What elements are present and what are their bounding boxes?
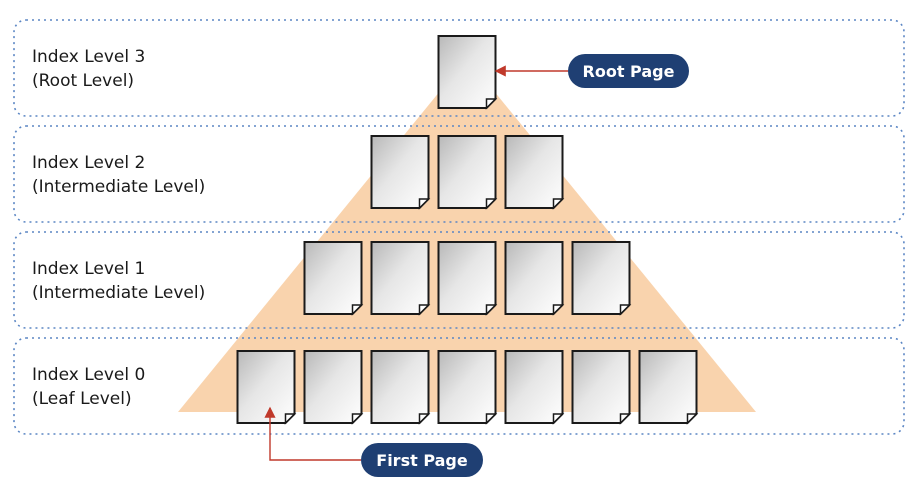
- root-page-callout: Root Page: [494, 54, 689, 88]
- first-page-arrow: [264, 406, 361, 461]
- page-icon-level-2-2: [437, 135, 498, 210]
- page-sheet: [437, 35, 497, 109]
- page-fold-corner: [485, 198, 498, 210]
- page-fold-corner: [284, 413, 297, 425]
- level-bands: [13, 19, 905, 435]
- level-2-title: Index Level 2: [32, 153, 145, 173]
- level-band-0: [13, 337, 905, 435]
- level-3-title: Index Level 3: [32, 47, 145, 67]
- page-fold-corner: [552, 198, 565, 210]
- page-fold-corner: [686, 413, 699, 425]
- first-page-pill: [361, 443, 483, 477]
- page-icon-level-2-1: [370, 135, 431, 210]
- page-icon-level-0-1: [236, 350, 297, 425]
- page-icon-level-1-1: [303, 241, 364, 316]
- first-page-label: First Page: [376, 451, 468, 470]
- page-sheet: [437, 241, 497, 315]
- page-sheet: [504, 350, 564, 424]
- page-fold-corner: [552, 304, 565, 316]
- page-fold-corner: [418, 198, 431, 210]
- page-fold-corner: [485, 413, 498, 425]
- level-1-subtitle: (Intermediate Level): [32, 283, 205, 303]
- page-sheet: [638, 350, 698, 424]
- page-sheet: [437, 350, 497, 424]
- page-icon-level-0-7: [638, 350, 699, 425]
- page-icon-level-3-1: [437, 35, 498, 110]
- page-fold-corner: [619, 304, 632, 316]
- page-fold-corner: [418, 304, 431, 316]
- page-sheet: [571, 241, 631, 315]
- page-icon-level-0-2: [303, 350, 364, 425]
- page-icon-level-1-3: [437, 241, 498, 316]
- page-icon-level-2-3: [504, 135, 565, 210]
- page-icon-level-1-5: [571, 241, 632, 316]
- level-0-title: Index Level 0: [32, 365, 145, 385]
- page-sheet: [236, 350, 296, 424]
- index-pages: [236, 35, 699, 425]
- page-icon-level-0-3: [370, 350, 431, 425]
- pyramid-background: [178, 58, 756, 412]
- page-sheet: [370, 135, 430, 209]
- root-page-pill: [568, 54, 689, 88]
- page-fold-corner: [619, 413, 632, 425]
- level-1-title: Index Level 1: [32, 259, 145, 279]
- level-band-1: [13, 231, 905, 329]
- page-fold-corner: [351, 413, 364, 425]
- page-sheet: [504, 241, 564, 315]
- page-fold-corner: [485, 98, 498, 110]
- level-band-3: [13, 19, 905, 117]
- root-page-label: Root Page: [583, 62, 675, 81]
- level-0-subtitle: (Leaf Level): [32, 389, 132, 409]
- page-fold-corner: [552, 413, 565, 425]
- page-sheet: [437, 135, 497, 209]
- page-icon-level-0-4: [437, 350, 498, 425]
- page-fold-corner: [418, 413, 431, 425]
- page-icon-level-0-5: [504, 350, 565, 425]
- page-sheet: [370, 350, 430, 424]
- page-icon-level-1-2: [370, 241, 431, 316]
- page-sheet: [504, 135, 564, 209]
- page-sheet: [303, 350, 363, 424]
- page-fold-corner: [351, 304, 364, 316]
- page-icon-level-1-4: [504, 241, 565, 316]
- level-2-subtitle: (Intermediate Level): [32, 177, 205, 197]
- page-sheet: [370, 241, 430, 315]
- first-page-callout: First Page: [264, 406, 483, 477]
- level-3-subtitle: (Root Level): [32, 71, 134, 91]
- page-icon-level-0-6: [571, 350, 632, 425]
- page-fold-corner: [485, 304, 498, 316]
- page-sheet: [303, 241, 363, 315]
- level-band-2: [13, 125, 905, 223]
- page-sheet: [571, 350, 631, 424]
- level-labels: Index Level 3 (Root Level) Index Level 2…: [32, 47, 205, 409]
